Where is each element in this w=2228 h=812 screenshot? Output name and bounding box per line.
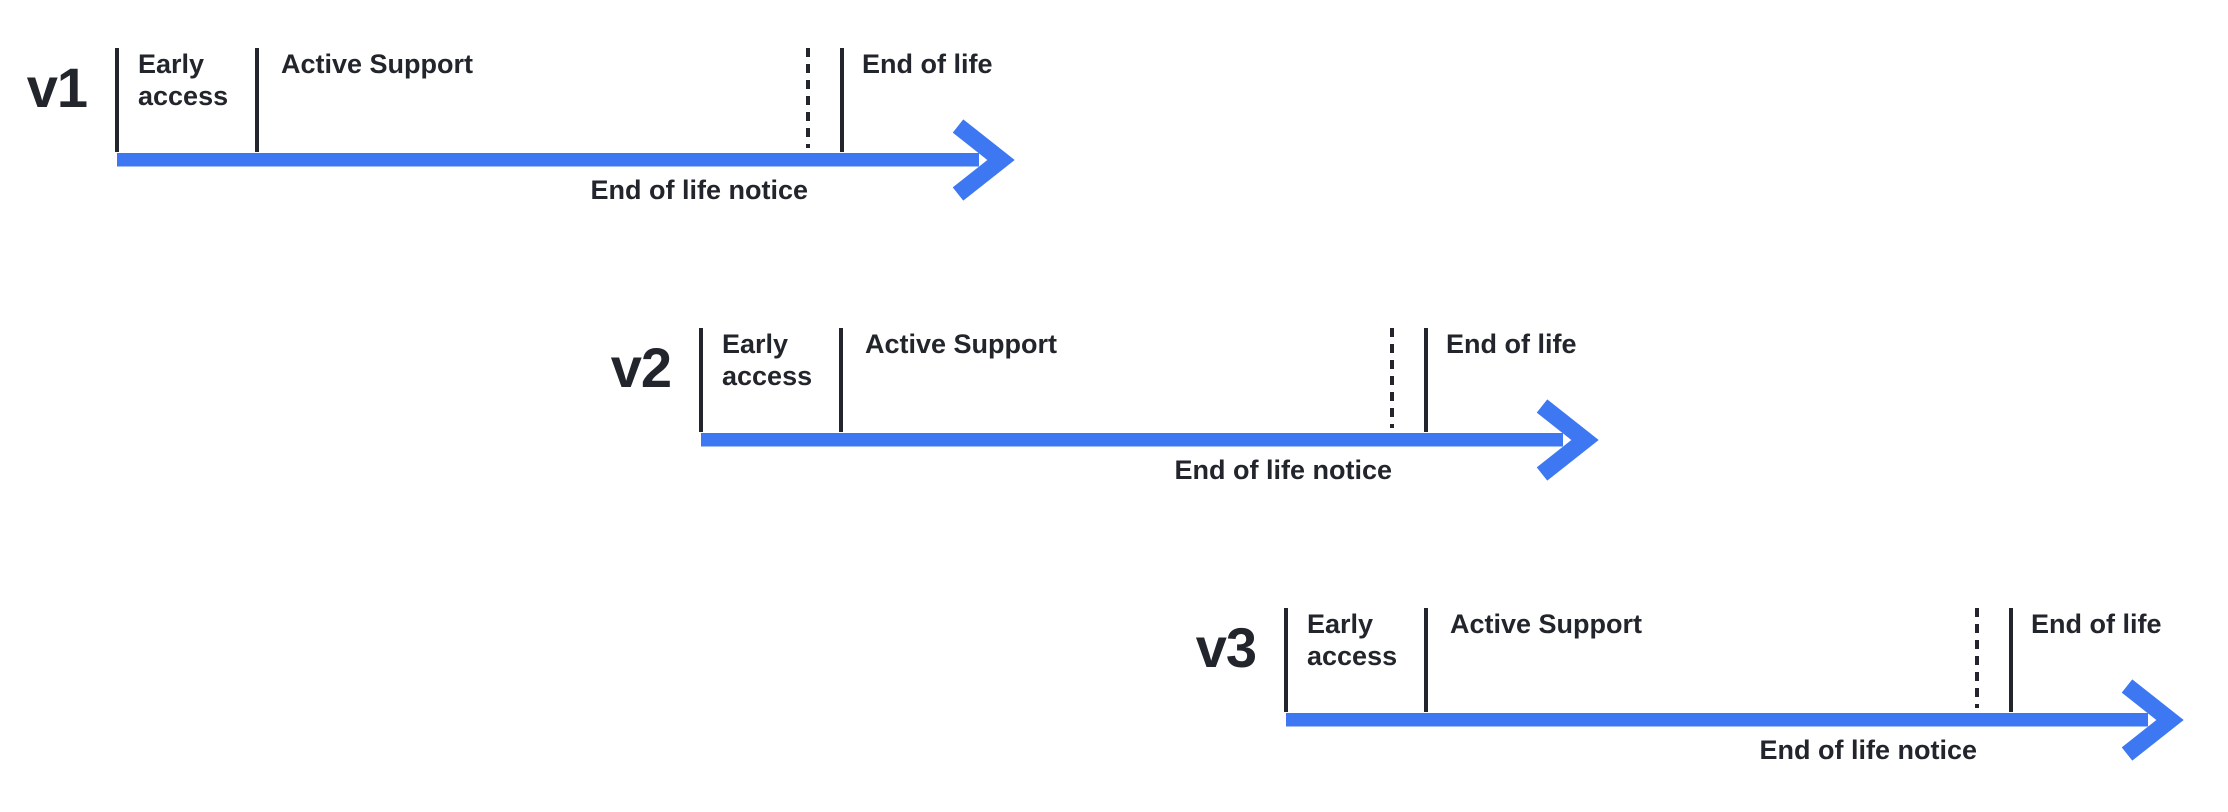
eol-notice-dashed-line (806, 48, 810, 148)
version-label: v2 (610, 336, 672, 399)
timeline-v3: v3 Early access Active Support End of li… (1186, 608, 2216, 778)
version-label: v3 (1195, 616, 1257, 679)
arrow-head-icon (1536, 399, 1599, 481)
early-access-start-tick (1284, 608, 1288, 712)
version-label: v1 (26, 56, 88, 119)
arrow-shaft (1286, 713, 2148, 727)
active-support-label: Active Support (1450, 609, 1643, 639)
active-support-label: Active Support (865, 329, 1058, 359)
timeline-v1: v1 Early access Active Support End of li… (17, 48, 1047, 218)
active-support-start-tick (1424, 608, 1428, 712)
eol-notice-dashed-line (1975, 608, 1979, 708)
timeline-v2: v2 Early access Active Support End of li… (601, 328, 1631, 498)
end-of-life-tick (1424, 328, 1428, 432)
arrow-shaft (701, 433, 1563, 447)
eol-notice-label: End of life notice (1174, 455, 1392, 485)
eol-notice-label: End of life notice (1759, 735, 1977, 765)
end-of-life-tick (840, 48, 844, 152)
eol-notice-label: End of life notice (590, 175, 808, 205)
arrow-shaft (117, 153, 979, 167)
active-support-start-tick (839, 328, 843, 432)
end-of-life-label: End of life (1446, 329, 1577, 359)
early-access-label: Early access (1307, 609, 1398, 671)
arrow-head-icon (952, 119, 1015, 201)
timeline-arrow (1286, 679, 2184, 761)
early-access-start-tick (115, 48, 119, 152)
early-access-label: Early access (138, 49, 229, 111)
end-of-life-label: End of life (2031, 609, 2162, 639)
timeline-arrow (117, 119, 1015, 201)
active-support-label: Active Support (281, 49, 474, 79)
end-of-life-label: End of life (862, 49, 993, 79)
active-support-start-tick (255, 48, 259, 152)
early-access-start-tick (699, 328, 703, 432)
timeline-arrow (701, 399, 1599, 481)
arrow-head-icon (2121, 679, 2184, 761)
eol-notice-dashed-line (1390, 328, 1394, 428)
end-of-life-tick (2009, 608, 2013, 712)
early-access-label: Early access (722, 329, 813, 391)
